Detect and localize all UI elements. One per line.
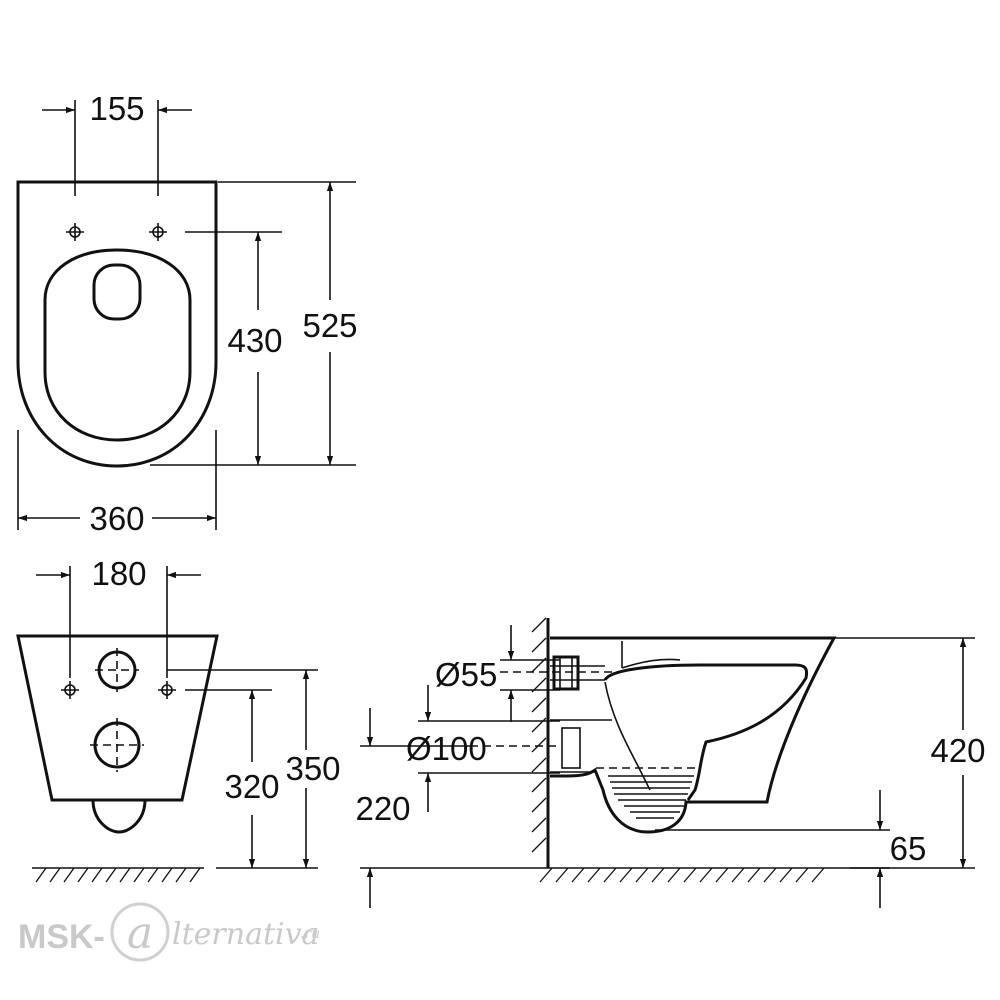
- dim-outlet-height: 220: [355, 790, 410, 827]
- watermark-at-logo: a: [110, 902, 170, 962]
- dim-fixing-to-front: 430: [227, 322, 282, 359]
- dim-total-height: 420: [930, 732, 985, 769]
- dim-inlet-diameter: Ø55: [435, 656, 497, 693]
- fixing-hole-front-left: [61, 681, 79, 699]
- fixing-hole-left: [66, 223, 84, 241]
- dim-width: 360: [89, 500, 144, 537]
- dim-bowl-clearance: 65: [890, 830, 927, 867]
- front-view-outline: [16, 634, 219, 802]
- front-view: 180 320 350: [16, 555, 341, 883]
- svg-text:a: a: [127, 908, 153, 959]
- bowl-rim: [621, 641, 681, 669]
- inlet-pipe: [550, 655, 605, 691]
- watermark: MSK- a lternativa .ru: [18, 902, 320, 962]
- dim-length: 525: [302, 307, 357, 344]
- front-view-trap: [91, 799, 147, 834]
- outlet-pipe: [550, 719, 612, 773]
- dim-outlet-diameter: Ø100: [406, 730, 487, 767]
- wall: [531, 617, 550, 868]
- water-level: [596, 767, 698, 819]
- side-view: Ø55 Ø100 220 420 65: [355, 617, 986, 908]
- top-view: 155 360 430 525: [16, 90, 358, 537]
- dim-top-height-front: 350: [285, 750, 340, 787]
- floor-side: [539, 867, 828, 883]
- dim-fixing-spacing-front: 180: [91, 555, 146, 592]
- watermark-brand: MSK-: [18, 918, 105, 956]
- fixing-hole-right: [149, 223, 167, 241]
- inlet-circle-front: [95, 648, 139, 692]
- bowl-wall: [604, 681, 651, 791]
- fixing-hole-front-right: [158, 681, 176, 699]
- dim-fixing-height: 320: [224, 768, 279, 805]
- seat-opening: [92, 263, 142, 321]
- bowl-inner: [603, 663, 809, 801]
- seat-outline: [43, 248, 192, 442]
- watermark-domain: .ru: [300, 926, 320, 942]
- watermark-script: lternativa: [172, 917, 319, 952]
- top-view-outline: [16, 180, 218, 468]
- outlet-circle-front: [90, 718, 144, 772]
- dim-fixing-spacing-top: 155: [89, 90, 144, 127]
- bowl-body: [550, 636, 837, 834]
- ground-front: [32, 867, 204, 883]
